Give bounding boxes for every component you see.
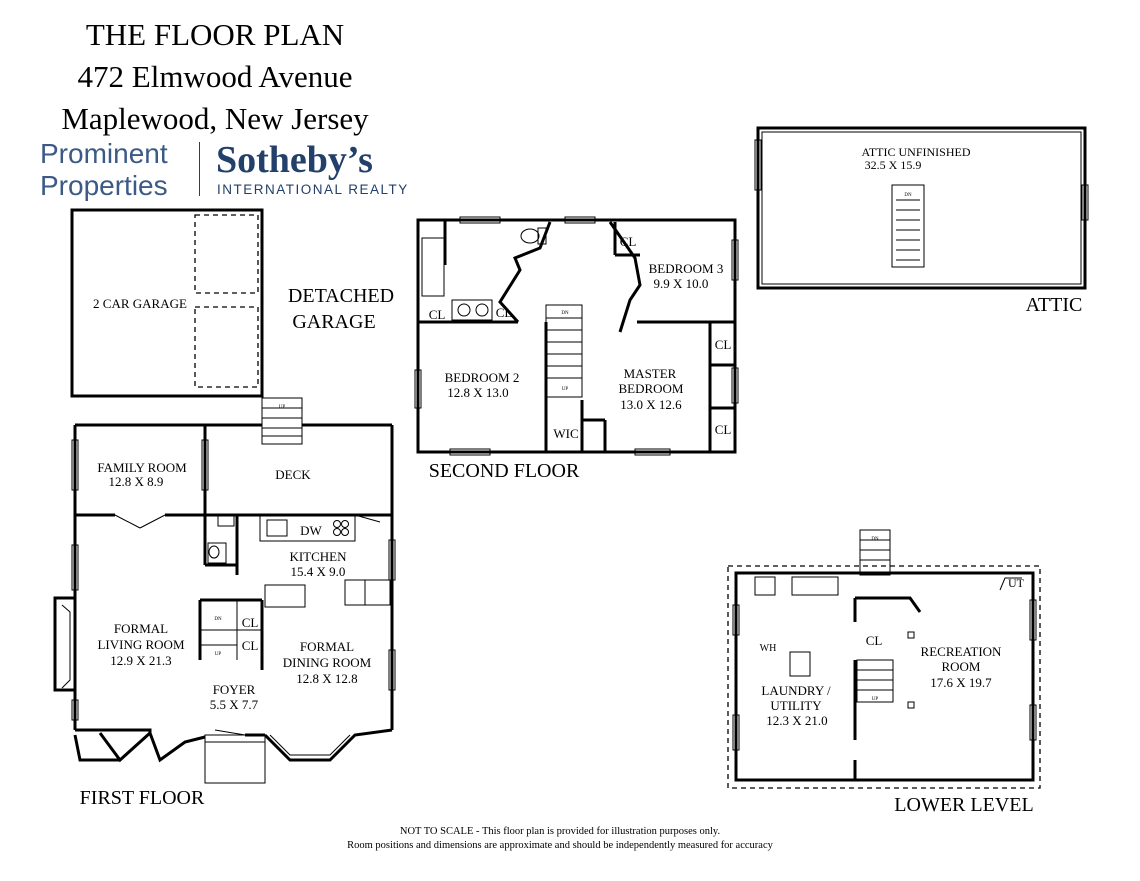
kitchen-dim: 15.4 X 9.0 [291, 564, 346, 579]
first-floor-label: FIRST FLOOR [80, 787, 205, 809]
master-bedroom-dim: 13.0 X 12.6 [620, 397, 682, 412]
lower-stair-up: UP [872, 697, 879, 702]
recreation-room-label-2: ROOM [941, 659, 980, 674]
bedroom-2-label: BEDROOM 2 [445, 370, 520, 385]
foyer-dim: 5.5 X 7.7 [210, 697, 259, 712]
attic-plan: DN ATTIC UNFINISHED 32.5 X 15.9 ATTIC [754, 126, 1089, 316]
deck-stair-up: UP [279, 405, 286, 410]
plan-title: THE FLOOR PLAN [85, 17, 345, 52]
living-room-label-1: FORMAL [114, 621, 168, 636]
second-stair-down: DN [561, 311, 569, 316]
lower-level-label: LOWER LEVEL [894, 794, 1033, 816]
logo-line-2: Properties [40, 170, 168, 201]
walk-in-closet-label: WIC [553, 426, 578, 441]
detached-garage: 2 CAR GARAGE DETACHED GARAGE [70, 208, 394, 398]
family-room-label: FAMILY ROOM [97, 460, 187, 475]
attic-dim: 32.5 X 15.9 [865, 158, 922, 172]
first-stair-down: DN [214, 617, 222, 622]
first-stair-up: UP [215, 652, 222, 657]
foyer-label: FOYER [213, 682, 256, 697]
brand-subtitle: INTERNATIONAL REALTY [217, 182, 409, 197]
address-street: 472 Elmwood Avenue [77, 59, 353, 94]
second-closet-5: CL [715, 422, 732, 437]
logo-divider [199, 142, 200, 196]
disclaimer-line-1: NOT TO SCALE - This floor plan is provid… [399, 826, 721, 837]
bedroom-3-dim: 9.9 X 10.0 [654, 276, 709, 291]
detached-label: DETACHED [288, 285, 394, 307]
second-closet-1: CL [429, 307, 446, 322]
bedroom-2-dim: 12.8 X 13.0 [447, 385, 508, 400]
lower-closet: CL [866, 633, 883, 648]
recreation-room-label-1: RECREATION [921, 644, 1003, 659]
kitchen-label: KITCHEN [289, 549, 347, 564]
second-floor-plan: CL CL CL CL CL WIC DN UP BEDROOM 2 12.8 … [414, 216, 739, 482]
second-stair-up: UP [562, 387, 569, 392]
laundry-label-2: UTILITY [770, 698, 822, 713]
laundry-label-1: LAUNDRY / [761, 683, 831, 698]
first-closet-2: CL [242, 638, 259, 653]
dishwasher-label: DW [300, 523, 322, 538]
attic-label: ATTIC UNFINISHED [862, 145, 971, 159]
garage-label: 2 CAR GARAGE [93, 296, 187, 311]
second-closet-3: CL [620, 234, 637, 249]
bedroom-3-label: BEDROOM 3 [649, 261, 724, 276]
address-city: Maplewood, New Jersey [61, 101, 369, 136]
brand-logo: Sotheby’s [216, 139, 373, 181]
brokerage-logo-text: Prominent Properties [40, 138, 168, 202]
water-heater-label: WH [760, 643, 777, 654]
living-room-dim: 12.9 X 21.3 [110, 653, 171, 668]
master-bedroom-label-2: BEDROOM [618, 381, 683, 396]
lower-stair-down: DN [871, 537, 879, 542]
second-closet-4: CL [715, 337, 732, 352]
deck-label: DECK [275, 467, 311, 482]
recreation-room-dim: 17.6 X 19.7 [930, 675, 992, 690]
living-room-label-2: LIVING ROOM [97, 637, 184, 652]
dining-room-label-1: FORMAL [300, 639, 354, 654]
second-closet-2: CL [496, 305, 513, 320]
lower-level-plan: DN UP CL UT WH RECREATION ROOM 17.6 X 19… [727, 529, 1041, 816]
disclaimer-line-2: Room positions and dimensions are approx… [347, 840, 773, 851]
laundry-dim: 12.3 X 21.0 [766, 713, 827, 728]
dining-room-dim: 12.8 X 12.8 [296, 671, 357, 686]
first-floor-plan: DN UP UP CL CL DW FAMILY ROOM 12.8 X 8.9… [53, 397, 396, 809]
first-closet-1: CL [242, 615, 259, 630]
utility-label: UT [1008, 576, 1025, 590]
logo-line-1: Prominent [40, 138, 168, 169]
master-bedroom-label-1: MASTER [624, 366, 677, 381]
dining-room-label-2: DINING ROOM [283, 655, 372, 670]
attic-stair-down: DN [904, 193, 912, 198]
family-room-dim: 12.8 X 8.9 [109, 474, 164, 489]
garage-heading-label: GARAGE [292, 311, 375, 333]
attic-floor-label: ATTIC [1026, 294, 1083, 316]
second-floor-label: SECOND FLOOR [429, 460, 580, 482]
